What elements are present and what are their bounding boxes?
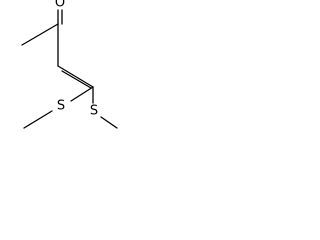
bond-vinyl-dithio-carbon-a	[57, 65, 94, 88]
bond-vinyl-dithio-carbon-b	[61, 70, 92, 89]
atom-sulfur-left-label: S	[57, 99, 65, 114]
bond-sulfur-left-methyl	[23, 110, 53, 129]
atom-oxygen-label: O	[55, 0, 65, 11]
bond-methyl-carbonyl	[21, 23, 59, 46]
atom-sulfur-right-label: S	[90, 104, 98, 119]
bond-carbon-sulfur-left	[70, 86, 94, 102]
chemical-structure-diagram: O S S	[21, 0, 118, 129]
structure-canvas: O S S	[0, 0, 126, 154]
bond-sulfur-right-methyl	[100, 116, 118, 129]
